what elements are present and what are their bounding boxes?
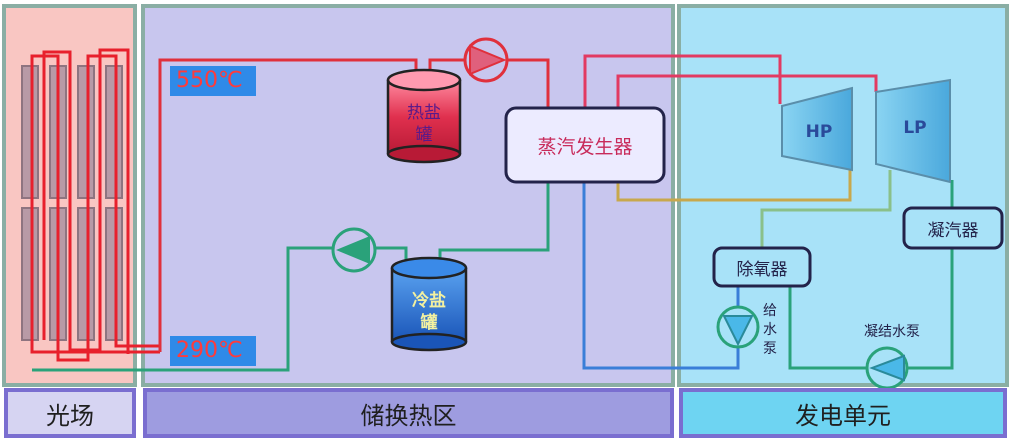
feedwater-pipe bbox=[582, 182, 740, 370]
power-label-bar bbox=[679, 388, 1007, 438]
hot-salt-tank bbox=[386, 68, 462, 164]
feed-pump-label: 给 水 泵 bbox=[763, 302, 777, 357]
hp-label: HP bbox=[805, 122, 833, 142]
reheat-steam-pipe bbox=[616, 74, 878, 108]
solar-loop-pipe bbox=[30, 54, 160, 362]
lp-label: LP bbox=[903, 118, 927, 138]
hot-temp-label: 550℃ bbox=[170, 66, 256, 96]
condensate-pump-label: 凝结水泵 bbox=[864, 324, 920, 340]
steam-generator-box bbox=[504, 106, 666, 184]
cold-tank-label: 冷盐 罐 bbox=[412, 291, 446, 333]
hot-tank-label: 热盐 罐 bbox=[407, 103, 441, 145]
hot-salt-pump bbox=[463, 37, 509, 83]
collector-panels bbox=[21, 65, 123, 341]
solar-field-label: 光场 bbox=[46, 401, 94, 430]
sg-to-cold-pipe bbox=[438, 180, 550, 262]
power-label: 发电单元 bbox=[795, 401, 891, 430]
storage-label-bar bbox=[143, 388, 674, 438]
condenser-box bbox=[902, 206, 1004, 250]
steam-generator-label: 蒸汽发生器 bbox=[537, 135, 633, 158]
condenser-label: 凝汽器 bbox=[927, 220, 979, 241]
hp-turbine bbox=[781, 86, 853, 172]
cold-salt-pump bbox=[331, 227, 377, 273]
extraction-pipe bbox=[760, 170, 892, 248]
condensate-pump bbox=[865, 346, 909, 390]
main-steam-pipe bbox=[583, 54, 782, 108]
solar-loop-pipe-2 bbox=[42, 48, 130, 354]
feed-pump bbox=[716, 305, 760, 349]
hp-exhaust-pipe bbox=[616, 164, 852, 202]
condensate-pipe bbox=[788, 248, 954, 370]
cold-temp-label: 290℃ bbox=[170, 336, 256, 366]
cold-salt-pipe bbox=[32, 246, 408, 372]
cold-salt-tank bbox=[390, 256, 468, 352]
deaerator-box bbox=[712, 246, 812, 288]
deaerator-label: 除氧器 bbox=[736, 259, 788, 280]
lp-turbine bbox=[875, 78, 951, 184]
solar-field-label-bar bbox=[4, 388, 136, 438]
storage-label: 储换热区 bbox=[360, 401, 457, 430]
hot-salt-pipe bbox=[158, 58, 418, 352]
